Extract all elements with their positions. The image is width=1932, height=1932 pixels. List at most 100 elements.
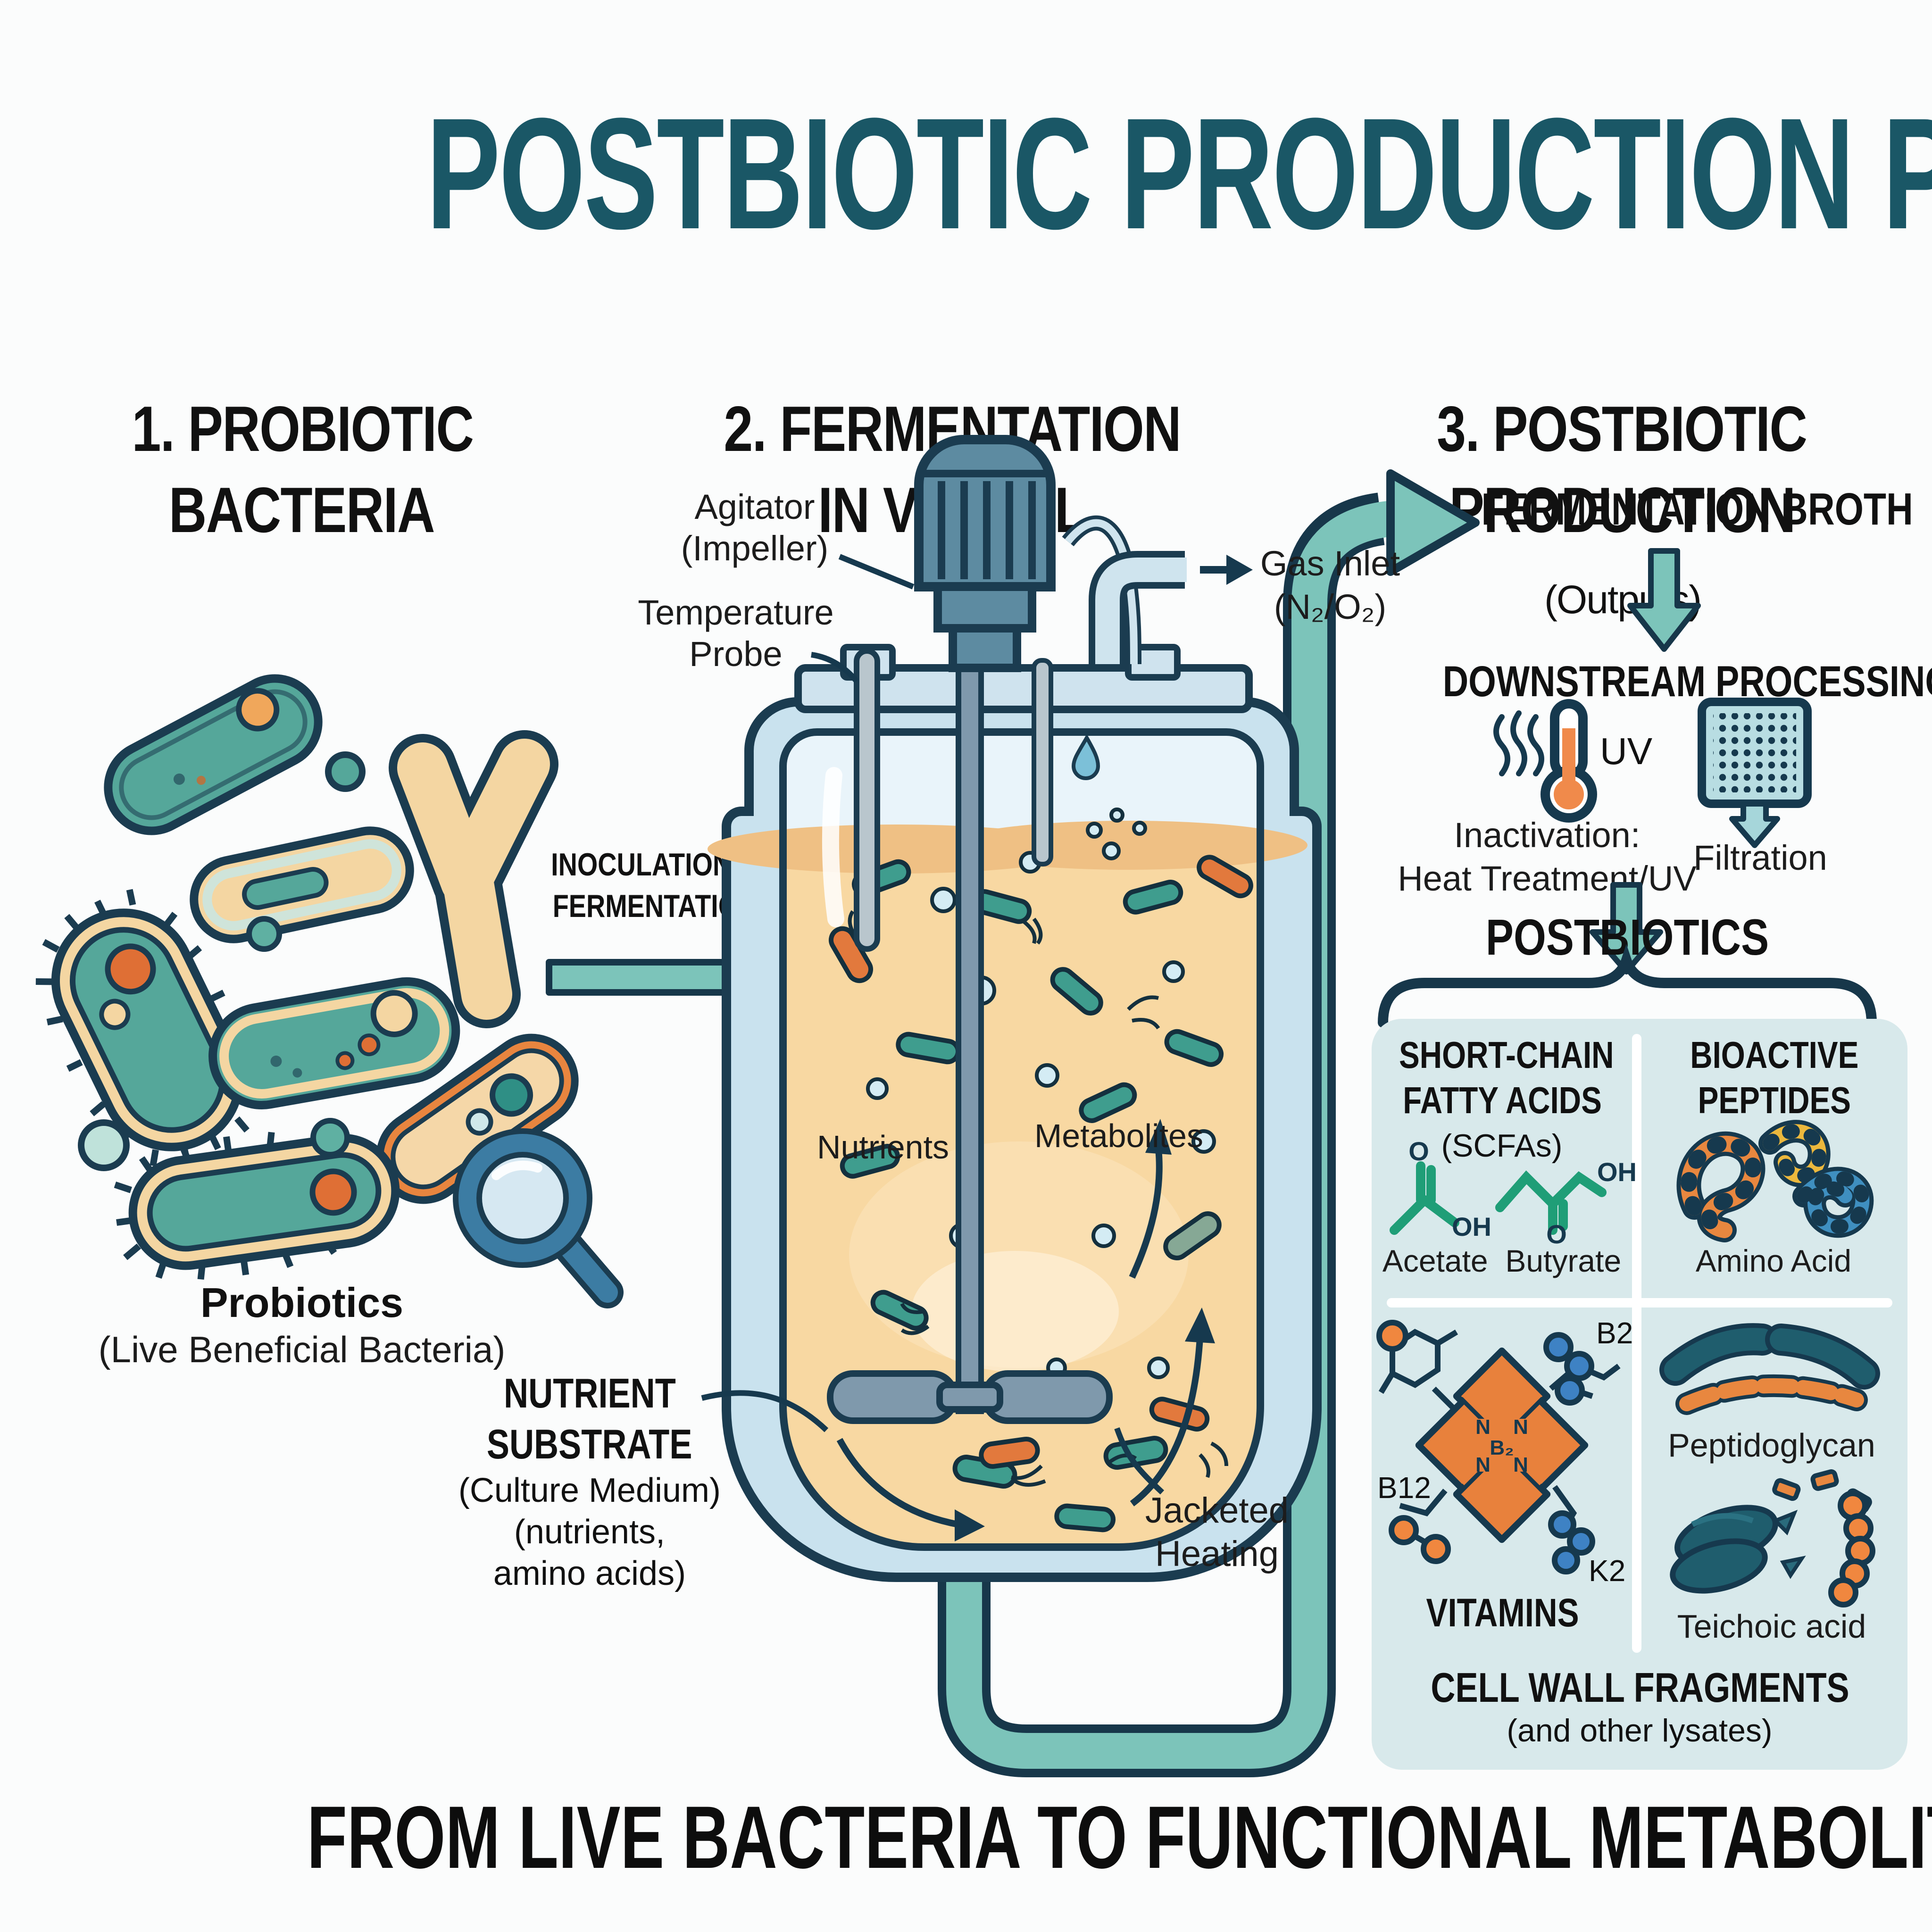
- broth-arrowhead-icon: [1386, 469, 1480, 576]
- temperature-probe-rod: [854, 648, 880, 952]
- downstream-processing-text: DOWNSTREAM PROCESSING: [1442, 657, 1932, 706]
- teichoic-acid-label: Teichoic acid: [1638, 1607, 1906, 1647]
- scfa-line3: (SCFAs): [1441, 1128, 1563, 1165]
- filter-arrow-icon: [1729, 801, 1780, 848]
- probiotics-label: Probiotics (Live Beneficial Bacteria): [19, 1279, 585, 1374]
- porphyrin-ring-icon: N N N N B₂: [1415, 1347, 1589, 1543]
- down-arrow-icon: [1627, 548, 1701, 652]
- bacterium-branching-y-icon: [389, 730, 558, 1028]
- peptides-line1: BIOACTIVE: [1689, 1036, 1858, 1077]
- n-label: N: [1513, 1416, 1528, 1439]
- temperature-probe-label: Temperature Probe: [604, 592, 868, 676]
- acetate-label: Acetate: [1382, 1245, 1488, 1279]
- page-title-text: POSTBIOTIC PRODUCTION PROCESS: [426, 85, 1932, 262]
- k2-label: K2: [1589, 1554, 1625, 1588]
- section-3-line1: 3. POSTBIOTIC: [1437, 394, 1808, 466]
- bacterium-coccus-icon: [246, 916, 282, 952]
- nutrients-text: Nutrients: [816, 1128, 949, 1166]
- probiotics-name: Probiotics: [200, 1279, 404, 1326]
- peptidoglycan-label: Peptidoglycan: [1638, 1426, 1906, 1466]
- jacketed-heating-label: Jacketed Heating: [1104, 1491, 1330, 1578]
- butyrate-structure-icon: [1495, 1170, 1607, 1235]
- n-label: N: [1513, 1453, 1528, 1476]
- sparger-tube: [1032, 658, 1053, 866]
- teichoic-acid-icon: [1670, 1469, 1875, 1607]
- center-label: B₂: [1490, 1436, 1514, 1459]
- fermentation-vessel-illustration: [701, 435, 1480, 1777]
- amino-acid-label: Amino Acid: [1645, 1245, 1902, 1281]
- heat-waves-icon: [1493, 710, 1544, 776]
- bacterium-coccus-icon: [325, 751, 366, 792]
- substrate-line2: SUBSTRATE: [487, 1420, 692, 1468]
- fermentation-broth-label: FERMENTATION BROTH: [1434, 485, 1913, 538]
- probiotic-bacteria-illustration: [35, 674, 624, 1308]
- gas-inlet-pipe: [1089, 551, 1253, 664]
- peptides-line2: PEPTIDES: [1697, 1080, 1850, 1122]
- peptidoglycan-icon: [1659, 1323, 1880, 1415]
- bacterium-rod-teal-icon: [104, 674, 323, 835]
- orange-atom: [1376, 1320, 1408, 1352]
- agitator-label: Agitator (Impeller): [623, 487, 887, 571]
- scfa-names: Acetate Butyrate: [1375, 1245, 1628, 1281]
- section-1-line2: BACTERIA: [169, 475, 435, 547]
- vessel-glass-outline: [779, 728, 1264, 1551]
- bead-chain: [1828, 1491, 1875, 1607]
- pointer-lines: [701, 554, 1165, 1495]
- gas-line2: (N₂/O₂): [1274, 587, 1387, 627]
- acetate-o: O: [1408, 1136, 1429, 1166]
- thermometer-icon: [1541, 699, 1597, 823]
- n-label: N: [1475, 1416, 1491, 1439]
- nutrients-label: Nutrients: [770, 1128, 996, 1168]
- substrate-line4: (nutrients,: [514, 1512, 666, 1550]
- agitator-motor: [914, 435, 1056, 672]
- impeller-blades: [827, 1370, 1113, 1424]
- substrate-line5: amino acids): [493, 1554, 686, 1592]
- cell-wall-line1: CELL WALL FRAGMENTS: [1430, 1664, 1849, 1711]
- vitamins-illustration: N N N N B₂ B2 B12 K2: [1376, 1316, 1633, 1588]
- section-1-line1: 1. PROBIOTIC: [131, 394, 474, 466]
- peptides-header: BIOACTIVE PEPTIDES: [1645, 1036, 1902, 1125]
- acetate-oh: OH: [1452, 1212, 1491, 1241]
- scfa-line2: FATTY ACIDS: [1402, 1080, 1601, 1122]
- glass-highlight: [822, 767, 844, 927]
- downstream-icons: [1493, 698, 1812, 848]
- inactivation-label: Inactivation: Heat Treatment/UV: [1377, 815, 1717, 900]
- inactivation-line1: Inactivation:: [1454, 815, 1641, 855]
- mixing-arrows: [836, 1119, 1215, 1541]
- b2-label: B2: [1596, 1316, 1633, 1350]
- panel-divider-vertical: [1632, 1034, 1641, 1653]
- probiotics-sub: (Live Beneficial Bacteria): [98, 1330, 506, 1372]
- acetate-structure-icon: [1390, 1161, 1459, 1235]
- uv-text: UV: [1600, 732, 1653, 774]
- scfa-line1: SHORT-CHAIN: [1399, 1036, 1614, 1077]
- metabolites-text: Metabolites: [1034, 1117, 1203, 1155]
- temp-line2: Probe: [689, 634, 783, 674]
- cell-wall-label: CELL WALL FRAGMENTS (and other lysates): [1372, 1664, 1907, 1752]
- magnifier-icon: [453, 1128, 624, 1308]
- bacterium-coccus-icon: [78, 1119, 130, 1171]
- inactivation-line2: Heat Treatment/UV: [1398, 858, 1697, 898]
- down-arrow-icon: [1590, 882, 1663, 974]
- downstream-processing-label: DOWNSTREAM PROCESSING: [1387, 657, 1932, 708]
- brace-icon: [1378, 944, 1877, 1028]
- substrate-line3: (Culture Medium): [458, 1471, 721, 1509]
- agitator-line1: Agitator: [694, 487, 815, 526]
- jacketed-line2: Heating: [1155, 1536, 1279, 1576]
- vitamins-text: VITAMINS: [1425, 1592, 1579, 1636]
- broth: [708, 821, 1307, 1547]
- orange-molecule-bottom: [1389, 1515, 1451, 1564]
- substrate-line1: NUTRIENT: [503, 1370, 676, 1417]
- gas-arrowhead-icon: [1226, 555, 1253, 585]
- filter-icon: [1698, 698, 1812, 848]
- gas-line1: Gas Inlet: [1260, 543, 1400, 583]
- gas-inlet-label: Gas Inlet (N₂/O₂): [1208, 541, 1453, 629]
- cell-wall-line2: (and other lysates): [1507, 1714, 1773, 1750]
- amino-acid-text: Amino Acid: [1695, 1245, 1852, 1279]
- bacterium-spiky-horizontal-icon: [114, 1132, 400, 1280]
- vitamins-label: VITAMINS: [1375, 1592, 1628, 1638]
- peptide-worms-icon: [1676, 1120, 1874, 1242]
- peptidoglycan-text: Peptidoglycan: [1668, 1426, 1875, 1464]
- b12-label: B12: [1377, 1471, 1431, 1505]
- filtration-label: Filtration: [1657, 838, 1864, 879]
